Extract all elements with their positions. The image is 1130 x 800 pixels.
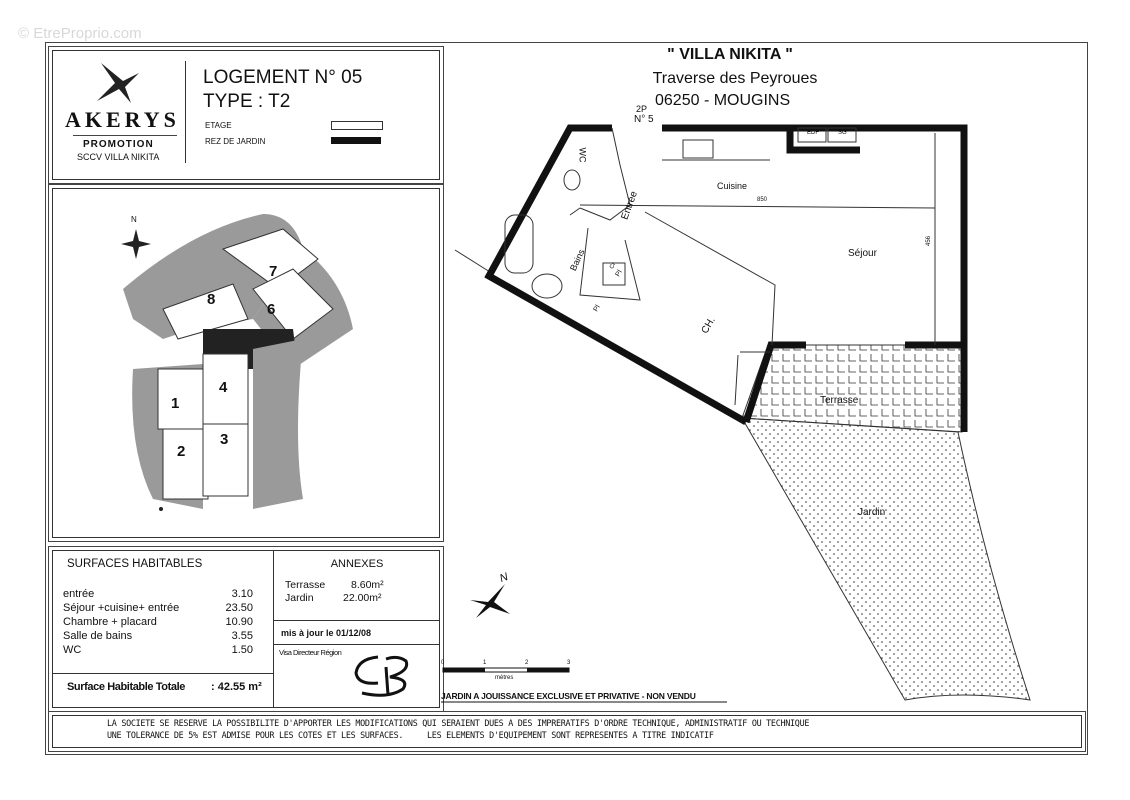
lot-3: 3 xyxy=(220,431,229,448)
logement-type: TYPE : T2 xyxy=(203,91,291,112)
annex-value-terrasse: 8.60m² xyxy=(351,579,384,591)
annex-value-jardin: 22.00m² xyxy=(343,592,382,604)
akerys-logo-icon xyxy=(97,63,139,103)
scale-bar xyxy=(442,667,570,673)
surface-value: 1.50 xyxy=(231,644,253,656)
lot-4: 4 xyxy=(219,379,228,396)
surface-label: WC xyxy=(63,644,82,656)
annex-label-terrasse: Terrasse xyxy=(285,579,326,591)
logo-divider xyxy=(73,135,177,136)
scale-tick-2: 2 xyxy=(525,660,529,666)
divider xyxy=(273,551,274,707)
annexes-title: ANNEXES xyxy=(330,558,384,570)
divider xyxy=(53,673,273,674)
header-box: AKERYS PROMOTION SCCV VILLA NIKITA LOGEM… xyxy=(48,46,444,184)
total-surface-label: Surface Habitable Totale xyxy=(67,681,185,693)
surface-row: Chambre + placard 10.90 xyxy=(63,616,253,628)
surface-row: WC 1.50 xyxy=(63,644,253,656)
surface-label: Séjour +cuisine+ entrée xyxy=(63,602,180,614)
surface-label: Salle de bains xyxy=(63,630,133,642)
visa-label: Visa Directeur Région xyxy=(279,648,342,657)
room-jardin: Jardin xyxy=(858,507,886,518)
disclaimer-line-2: UNE TOLERANCE DE 5% EST ADMISE POUR LES … xyxy=(107,731,714,741)
disclaimer-line-1: LA SOCIETE SE RESERVE LA POSSIBILITE D'A… xyxy=(107,719,810,729)
boundary-line xyxy=(454,249,491,273)
lot-7: 7 xyxy=(269,263,278,280)
legend-swatch-rez-de-jardin xyxy=(331,137,381,144)
watermark: © EtreProprio.com xyxy=(18,25,142,42)
surface-value: 3.10 xyxy=(231,588,253,600)
partitions xyxy=(504,127,936,406)
lot-6: 6 xyxy=(267,301,276,318)
sg-label: SG xyxy=(838,130,847,136)
room-sejour: Séjour xyxy=(848,248,877,259)
plan-north-icon xyxy=(470,584,510,618)
legend-swatch-etage xyxy=(331,121,383,130)
surface-value: 10.90 xyxy=(225,616,253,628)
brand-sub: PROMOTION xyxy=(83,139,154,150)
room-wc: WC xyxy=(577,147,588,163)
dim-depth: 456 xyxy=(926,235,933,247)
surface-value: 3.55 xyxy=(231,630,253,642)
divider xyxy=(274,620,440,621)
jardin-area xyxy=(741,417,1031,701)
lot-8: 8 xyxy=(207,291,216,308)
surfaces-title: SURFACES HABITABLES xyxy=(67,558,203,570)
room-cuisine: Cuisine xyxy=(717,181,748,191)
project-city: 06250 - MOUGINS xyxy=(655,92,791,109)
project-name: " VILLA NIKITA " xyxy=(667,46,793,63)
terrasse-area xyxy=(741,344,963,433)
surface-row: Salle de bains 3.55 xyxy=(63,630,253,642)
scale-tick-1: 1 xyxy=(483,660,487,666)
disclaimer-box xyxy=(48,711,1086,752)
lot-2: 2 xyxy=(177,443,186,460)
lot-1: 1 xyxy=(171,395,180,412)
surface-value: 23.50 xyxy=(225,602,253,614)
scale-unit: mètres xyxy=(495,675,514,681)
scale-tick-0: 0 xyxy=(441,660,445,666)
compass-rose-icon xyxy=(121,229,151,259)
room-terrasse: Terrasse xyxy=(820,395,859,406)
surface-row: Séjour +cuisine+ entrée 23.50 xyxy=(63,602,253,614)
surface-label: entrée xyxy=(63,588,95,600)
update-date: mis à jour le 01/12/08 xyxy=(281,628,372,638)
site-plan-drawing xyxy=(121,214,353,511)
edf-label: EDF xyxy=(807,130,819,136)
company-name: SCCV VILLA NIKITA xyxy=(77,152,160,162)
divider xyxy=(185,61,186,163)
scale-tick-3: 3 xyxy=(567,660,571,666)
dim-width: 850 xyxy=(757,197,768,203)
lot-number: N° 5 xyxy=(634,114,654,125)
site-north-label: N xyxy=(131,215,137,224)
legend-label-etage: ETAGE xyxy=(205,121,232,130)
brand-logo: AKERYS xyxy=(65,107,180,132)
total-surface-value: : 42.55 m² xyxy=(211,681,262,693)
surfaces-box: SURFACES HABITABLES entrée 3.10 Séjour +c… xyxy=(48,546,444,712)
parking-label: 2P xyxy=(636,104,648,114)
surface-row: entrée 3.10 xyxy=(63,588,253,600)
logement-number: LOGEMENT N° 05 xyxy=(203,67,363,88)
annex-label-jardin: Jardin xyxy=(285,592,314,604)
signature-icon xyxy=(354,655,409,697)
project-street: Traverse des Peyroues xyxy=(652,70,818,87)
site-plan-box: N 1 2 3 4 6 7 8 xyxy=(48,184,444,542)
divider xyxy=(274,644,440,645)
jardin-note: JARDIN A JOUISSANCE EXCLUSIVE ET PRIVATI… xyxy=(441,691,696,701)
surface-label: Chambre + placard xyxy=(63,616,157,628)
legend-label-rez-de-jardin: REZ DE JARDIN xyxy=(205,137,266,146)
document-frame xyxy=(45,42,1088,755)
